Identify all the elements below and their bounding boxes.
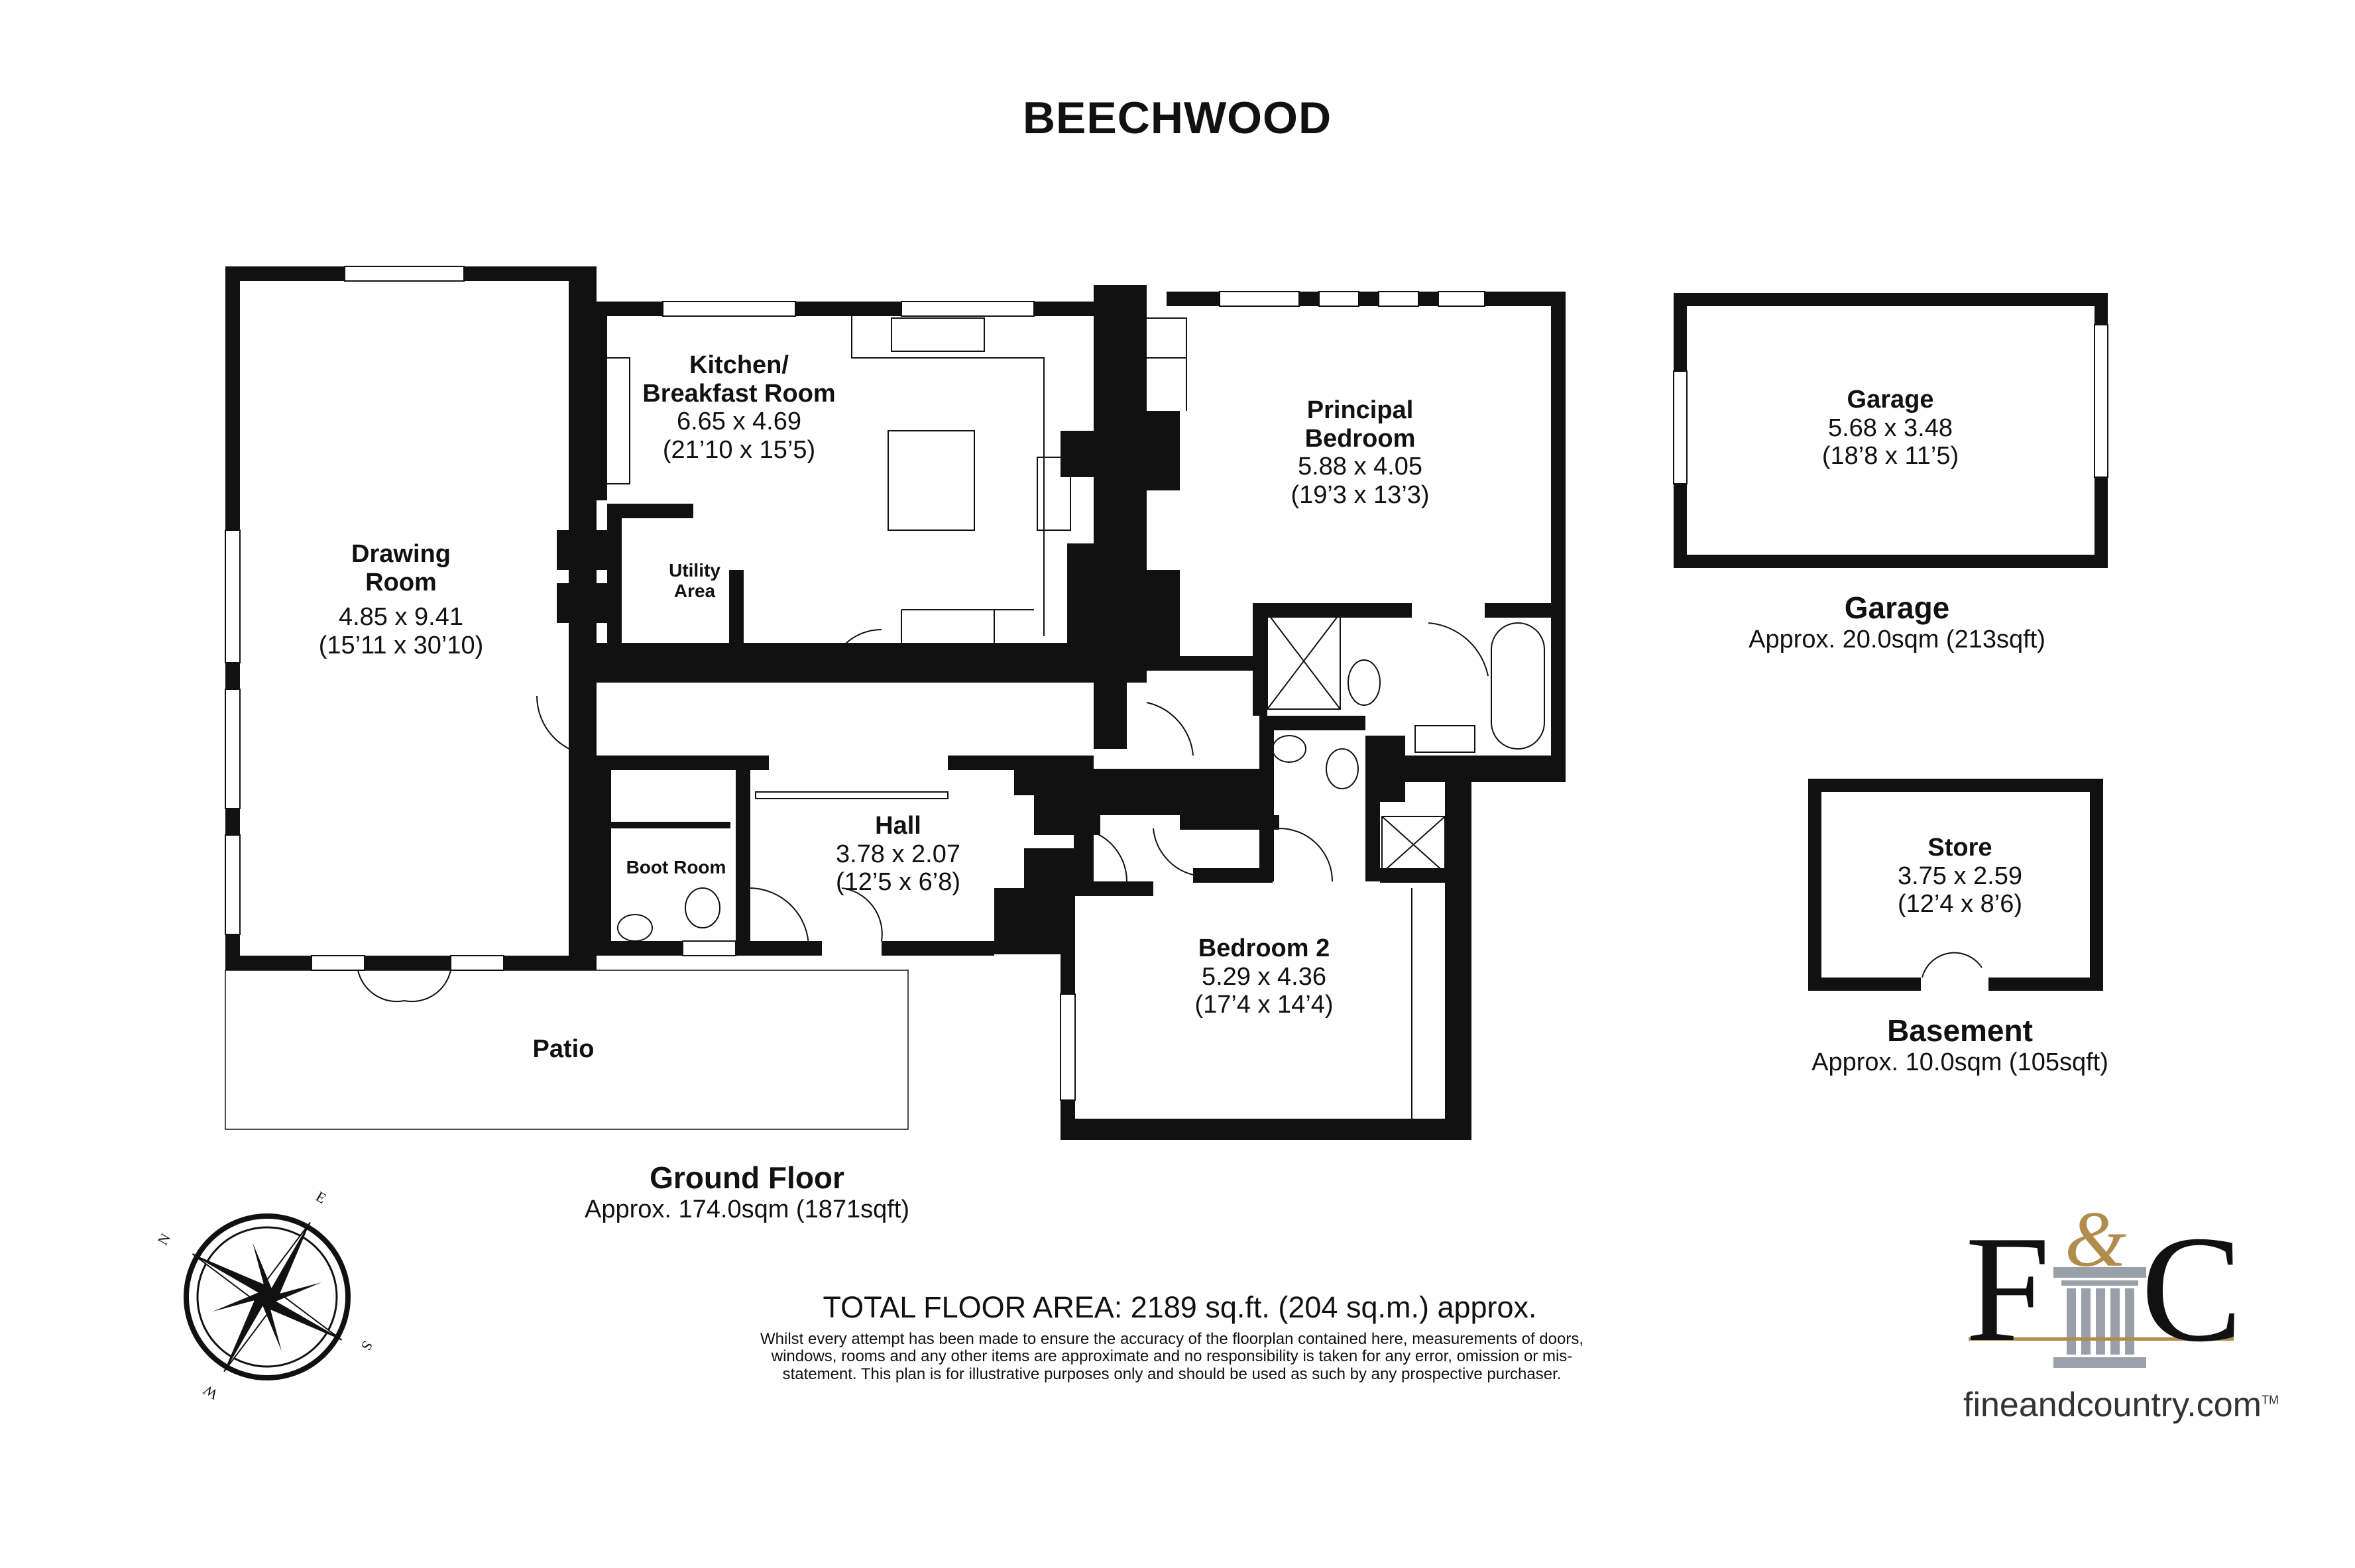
logo-gold-rule: [1969, 1337, 2234, 1341]
area-caption-ground: Ground Floor Approx. 174.0sqm (1871sqft): [584, 1160, 910, 1223]
walls: [225, 266, 2108, 1140]
room-label-kitchen: Kitchen/ Breakfast Room 6.65 x 4.69 (21’…: [642, 351, 836, 464]
pillar-logo-icon: [2053, 1267, 2146, 1368]
disclaimer-text: Whilst every attempt has been made to en…: [760, 1330, 1583, 1383]
area-caption-basement: Basement Approx. 10.0sqm (105sqft): [1811, 1013, 2108, 1076]
total-floor-area: TOTAL FLOOR AREA: 2189 sq.ft. (204 sq.m.…: [823, 1290, 1537, 1324]
compass-rose: [184, 1213, 351, 1380]
room-label-utility: Utility Area: [669, 560, 720, 602]
area-caption-garage: Garage Approx. 20.0sqm (213sqft): [1749, 590, 2045, 653]
room-label-garage: Garage 5.68 x 3.48 (18’8 x 11’5): [1821, 386, 1959, 471]
windows: [225, 266, 2108, 1101]
logo-f: F: [1965, 1204, 2050, 1373]
room-label-drawing: Drawing Room 4.85 x 9.41 (15’11 x 30’10): [318, 540, 484, 659]
room-label-hall: Hall 3.78 x 2.07 (12’5 x 6’8): [835, 812, 961, 897]
room-label-bedroom2: Bedroom 2 5.29 x 4.36 (17’4 x 14’4): [1194, 934, 1334, 1019]
room-label-boot: Boot Room: [626, 857, 726, 877]
room-label-store: Store 3.75 x 2.59 (12’4 x 8’6): [1897, 834, 2023, 919]
logo-ampersand: &: [2065, 1195, 2127, 1283]
website-link[interactable]: fineandcountry.comTM: [1963, 1386, 2279, 1424]
plan-title: BEECHWOOD: [1022, 93, 1332, 143]
room-label-principal: Principal Bedroom 5.88 x 4.05 (19’3 x 13…: [1291, 396, 1430, 509]
fixtures: [225, 316, 1982, 1130]
logo-c: C: [2141, 1204, 2243, 1373]
room-label-patio: Patio: [532, 1035, 595, 1063]
